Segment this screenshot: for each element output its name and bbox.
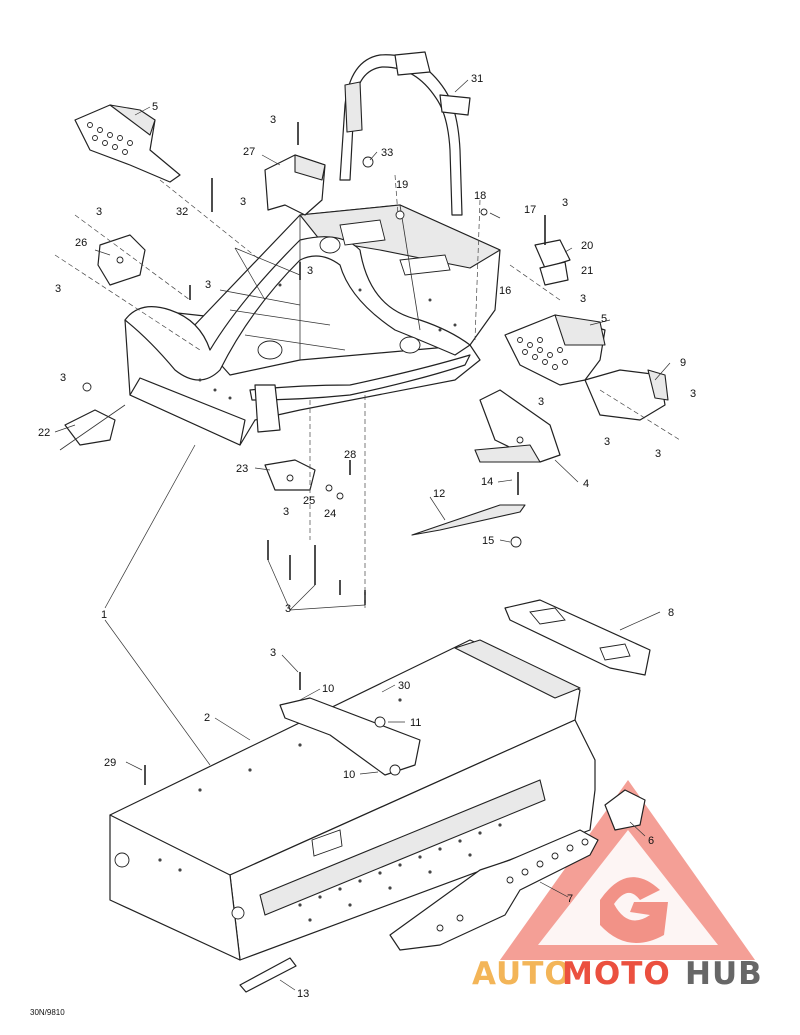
callout-3d: 3	[55, 283, 61, 295]
bracket-4	[474, 389, 561, 463]
callout-3c: 3	[240, 196, 246, 208]
callout-3l: 3	[690, 388, 696, 400]
callout-13: 13	[297, 988, 309, 1000]
rail-7	[389, 829, 599, 951]
callout-23: 23	[236, 463, 248, 475]
callout-29: 29	[104, 757, 116, 769]
callout-19: 19	[396, 179, 408, 191]
callout-3h: 3	[562, 197, 568, 209]
alignment-lines	[54, 174, 681, 610]
callout-3a: 3	[270, 114, 276, 126]
callout-7: 7	[567, 893, 573, 905]
watermark-hub: HUB	[685, 956, 763, 992]
callout-3p: 3	[270, 647, 276, 659]
callout-25: 25	[303, 495, 315, 507]
callout-9: 9	[680, 357, 686, 369]
bracket-6	[604, 789, 646, 831]
footrest-left-5	[74, 104, 181, 183]
callout-26: 26	[75, 237, 87, 249]
bracket-26	[97, 234, 146, 286]
watermark-auto: AUTO	[472, 956, 572, 992]
hinge-23	[264, 459, 316, 491]
callout-20: 20	[581, 240, 593, 252]
callout-28: 28	[344, 449, 356, 461]
callout-3g: 3	[60, 372, 66, 384]
bracket-22	[59, 404, 126, 451]
callout-22: 22	[38, 427, 50, 439]
leader-lines	[54, 79, 671, 991]
callout-18: 18	[474, 190, 486, 202]
callout-3e: 3	[307, 265, 313, 277]
callout-3j: 3	[538, 396, 544, 408]
callout-3m: 3	[655, 448, 661, 460]
bracket-27	[264, 154, 326, 216]
callout-3o: 3	[285, 603, 291, 615]
callout-8: 8	[668, 607, 674, 619]
callout-11: 11	[410, 717, 421, 729]
callout-3n: 3	[283, 506, 289, 518]
callout-3f: 3	[205, 279, 211, 291]
brackets-10-11	[279, 697, 421, 776]
callout-2: 2	[204, 712, 210, 724]
brackets-20-21	[534, 239, 571, 286]
callout-3b: 3	[96, 206, 102, 218]
strip-12	[411, 504, 526, 536]
callout-16: 16	[499, 285, 511, 297]
watermark-logo	[500, 780, 755, 960]
callout-24: 24	[324, 508, 336, 520]
callout-30: 30	[398, 680, 410, 692]
rod-13	[239, 957, 297, 993]
callout-14: 14	[481, 476, 493, 488]
callout-15: 15	[482, 535, 494, 547]
callout-5a: 5	[152, 101, 158, 113]
callout-10a: 10	[322, 683, 334, 695]
callout-31: 31	[471, 73, 483, 85]
callout-33: 33	[381, 147, 393, 159]
bracket-9	[584, 369, 669, 421]
callout-3i: 3	[580, 293, 586, 305]
tunnel-2	[109, 639, 596, 961]
watermark-moto: MOTO	[562, 956, 671, 992]
callout-32: 32	[176, 206, 188, 218]
watermark-wordmark: AUTO MOTO HUB	[472, 956, 763, 992]
callout-3k: 3	[604, 436, 610, 448]
plate-8	[504, 599, 651, 676]
figure-code: 30N/9810	[30, 1008, 65, 1017]
callout-12: 12	[433, 488, 445, 500]
callout-6: 6	[648, 835, 654, 847]
steering-support-31	[339, 51, 471, 216]
callout-10b: 10	[343, 769, 355, 781]
callout-4: 4	[583, 478, 589, 490]
callout-21: 21	[581, 265, 593, 277]
callout-27: 27	[243, 146, 255, 158]
callout-17: 17	[524, 204, 536, 216]
callout-1: 1	[101, 609, 107, 621]
footrest-right-5	[504, 314, 606, 386]
callout-5b: 5	[601, 313, 607, 325]
callout-labels: 1 2 3 3 3 3 3 3 3 3 3 3 3 3 3 3 3 3 4 5 …	[30, 73, 696, 1017]
frame-assembly	[124, 204, 501, 446]
